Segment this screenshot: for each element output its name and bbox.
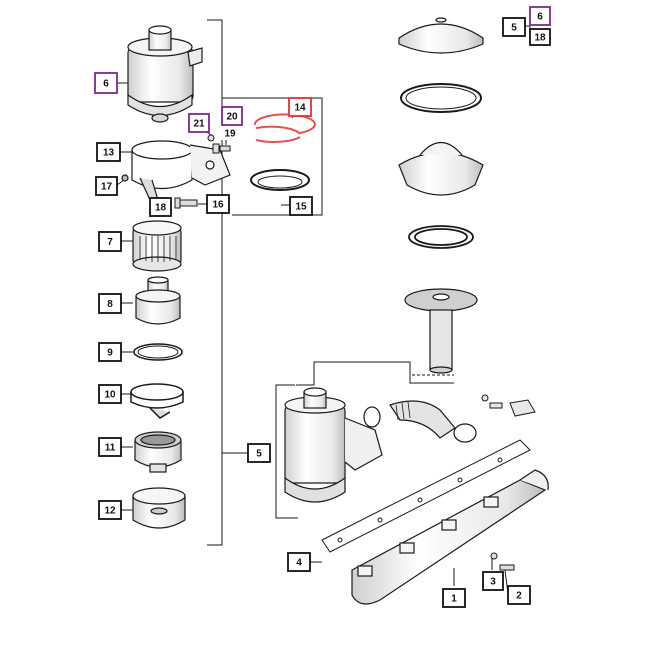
callout-label: 12 [104,506,116,517]
clamp-10 [130,383,184,419]
callout-label: 6 [103,79,109,90]
callout-6: 6 [529,6,551,26]
callout-label: 15 [295,202,307,213]
rings-14-15 [250,113,316,191]
callout-label: 5 [511,23,517,34]
bracket-small [481,394,536,417]
callout-10: 10 [98,384,122,404]
callout-label: 19 [224,129,236,140]
callout-box [288,97,312,117]
callout-box [220,126,240,140]
callout-box [502,17,526,37]
callout-15: 15 [289,196,313,216]
filter-element-7 [132,220,182,272]
callout-box [289,196,313,216]
callout-label: 7 [107,237,113,248]
callout-7: 7 [98,231,122,252]
callout-box [96,142,121,162]
callout-box [247,443,271,463]
gasket-ring [408,225,474,249]
callout-19: 19 [220,126,240,140]
callout-box [507,585,531,605]
callout-box [98,500,122,520]
callout-box [221,106,243,126]
callout-label: 13 [103,148,115,159]
callout-label: 6 [537,12,543,23]
callout-label: 8 [107,299,113,310]
callout-box [442,588,466,608]
callout-13: 13 [96,142,121,162]
callout-box [206,194,230,214]
callout-5: 5 [247,443,271,463]
callout-box [188,113,210,133]
callout-14: 14 [288,97,312,117]
callout-label: 20 [226,112,238,123]
callout-2: 2 [507,585,531,605]
callout-box [529,28,551,46]
callout-18: 18 [149,197,172,217]
dust-bowl-12 [132,487,186,529]
gasket-9 [133,343,183,361]
callout-6: 6 [94,72,118,94]
callout-4: 4 [287,552,311,572]
filter-element-11 [134,431,182,473]
callout-label: 11 [105,443,116,454]
callout-label: 14 [294,103,306,114]
hose-elbow [363,400,477,443]
callout-label: 16 [212,200,224,211]
callout-box [529,6,551,26]
callout-box [98,293,122,314]
callout-21: 21 [188,113,210,133]
air-filter-upper [127,25,203,123]
callout-label: 4 [296,558,302,569]
callout-18: 18 [529,28,551,46]
callout-label: 3 [490,577,496,588]
impeller-tube [404,288,478,374]
leader-lines [116,16,531,595]
cover-dome [398,17,484,54]
callout-box [94,72,118,94]
callout-1: 1 [442,588,466,608]
bolt-2-3 [490,552,515,571]
callout-box [98,342,122,362]
filter-element-8 [135,276,181,325]
callout-label: 9 [107,348,113,359]
callout-box [98,437,122,457]
callout-label: 5 [256,449,262,460]
callout-label: 1 [451,594,457,605]
callout-17: 17 [95,176,118,196]
callout-box [95,176,118,196]
intake-manifold [351,469,549,605]
callout-label: 21 [193,119,205,130]
callout-16: 16 [206,194,230,214]
callout-box [98,231,122,252]
callout-box [149,197,172,217]
screws-19-20-21 [207,134,231,154]
callout-20: 20 [221,106,243,126]
manifold-gasket [321,439,531,553]
callout-11: 11 [98,437,122,457]
callout-box [98,384,122,404]
seal-ring [400,83,482,113]
callout-box [287,552,311,572]
callout-label: 18 [155,203,167,214]
precleaner-bowl [398,141,484,196]
screw-16 [174,197,198,209]
callout-5: 5 [502,17,526,37]
air-filter-lower [284,387,383,503]
callout-box [482,571,504,591]
callout-8: 8 [98,293,122,314]
callout-12: 12 [98,500,122,520]
callout-9: 9 [98,342,122,362]
callout-label: 10 [104,390,116,401]
callout-3: 3 [482,571,504,591]
callout-label: 17 [101,182,113,193]
callout-label: 18 [534,33,546,44]
clamp-band [121,140,231,201]
callout-label: 2 [516,591,522,602]
